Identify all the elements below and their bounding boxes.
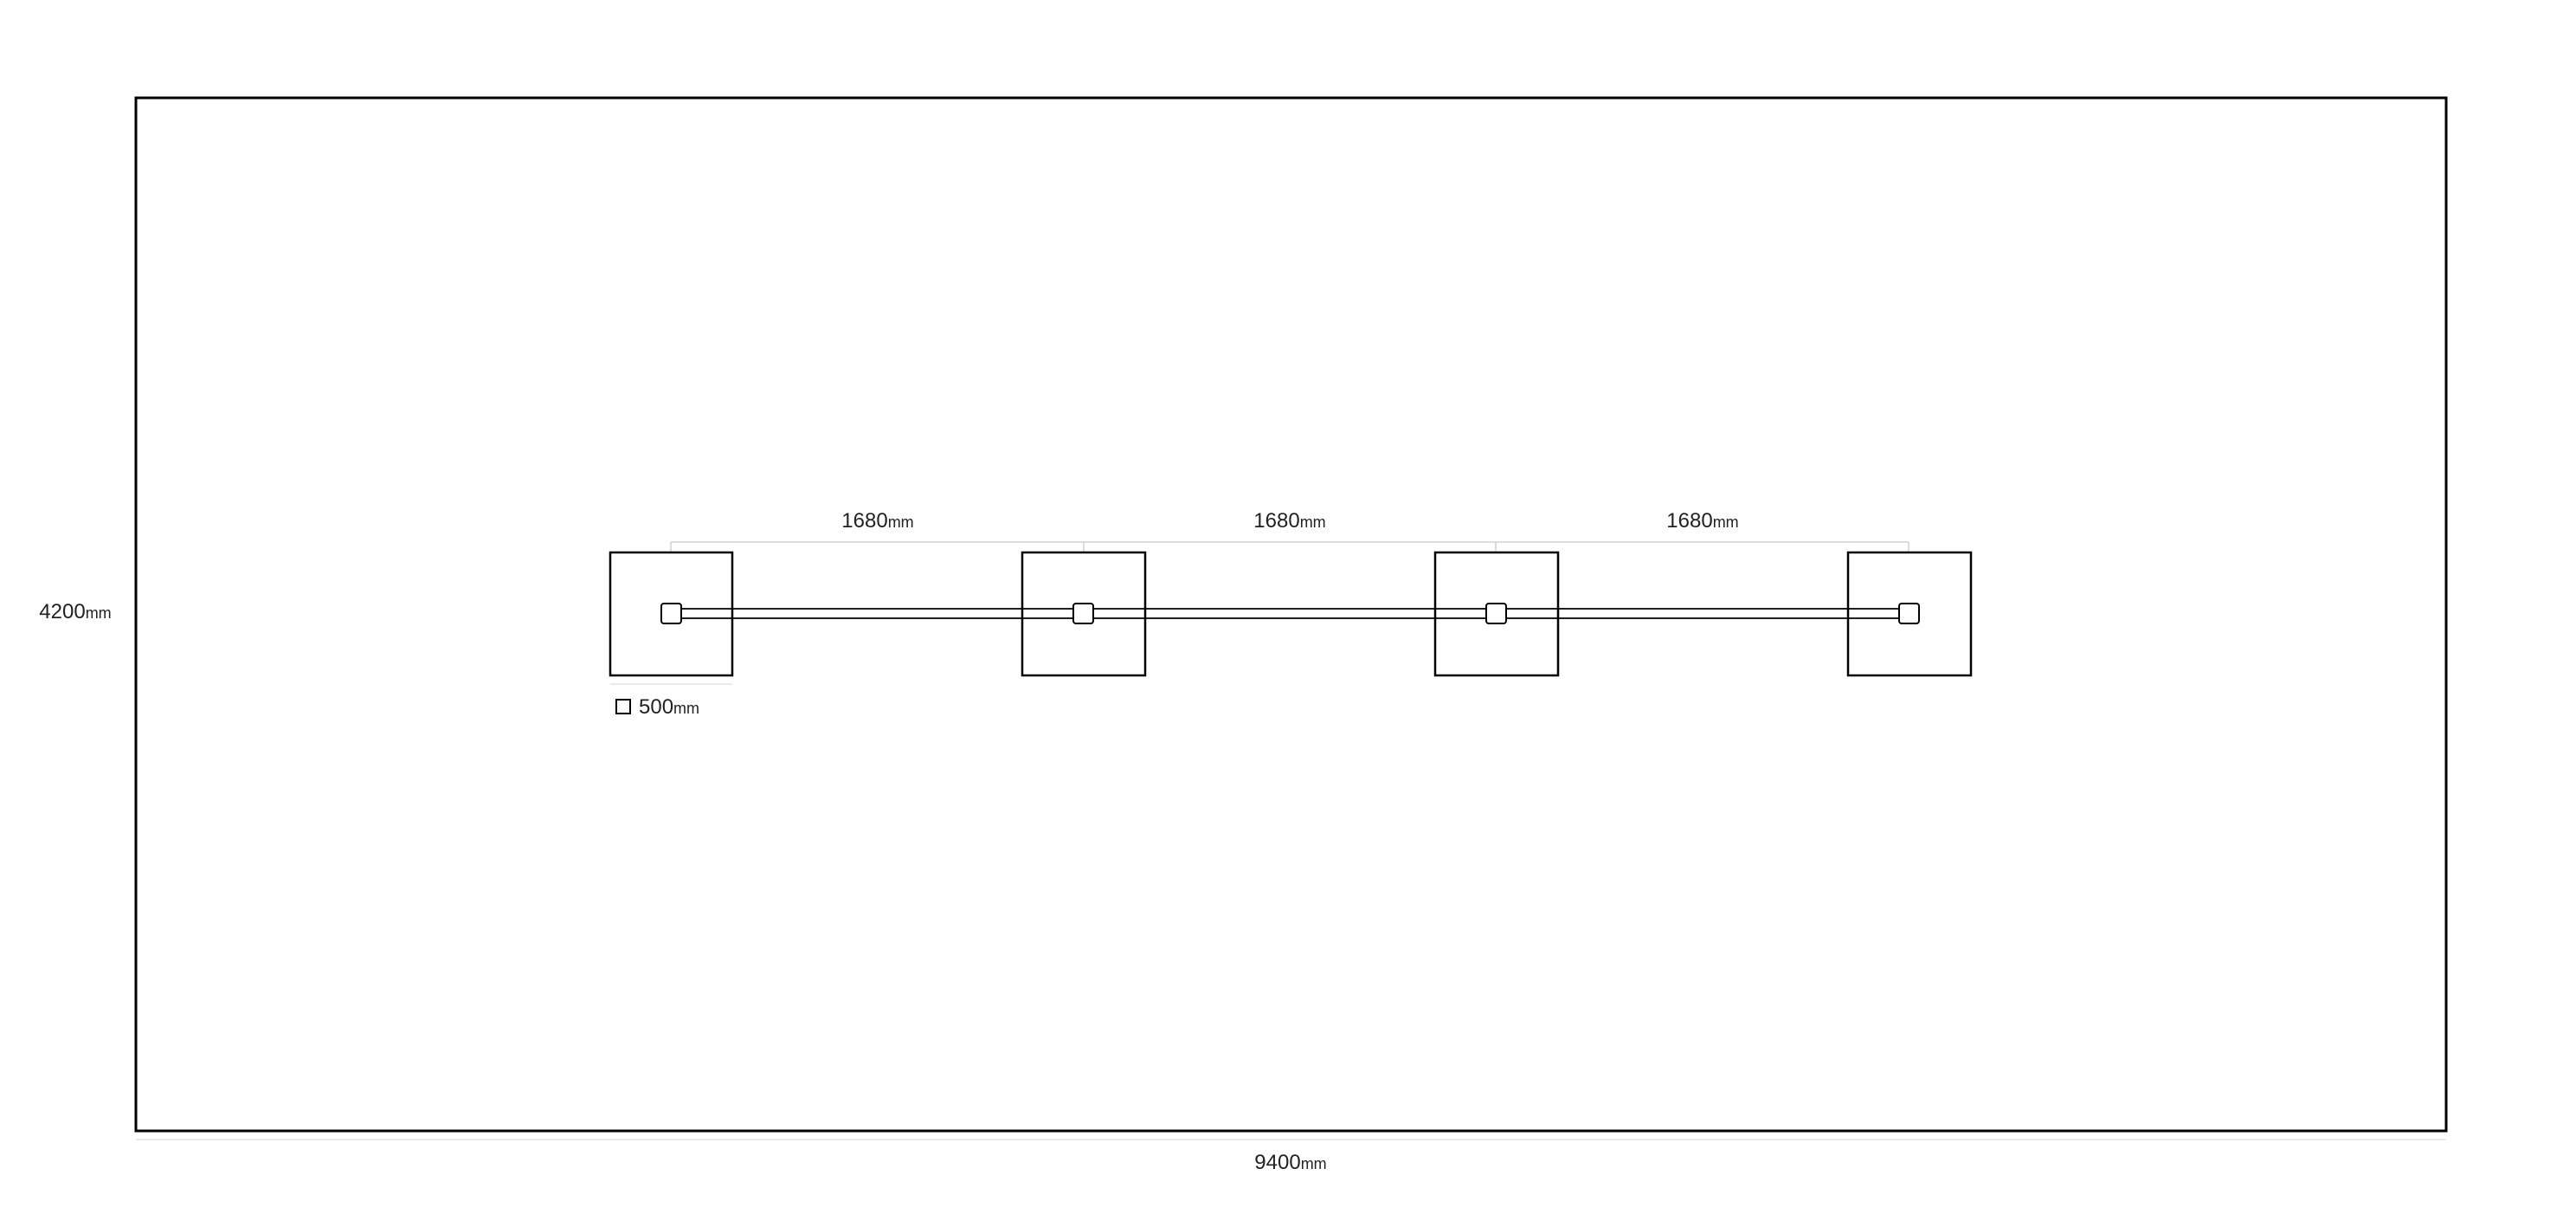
- spacing-label-1: 1680mm: [841, 509, 913, 533]
- footing-pad: [609, 551, 734, 677]
- plot-depth-label: 4200mm: [39, 600, 111, 623]
- plot-width-label: 9400mm: [1254, 1151, 1326, 1174]
- post: [1898, 603, 1920, 624]
- spacing-dimension-lines: [670, 541, 1909, 552]
- footing-2: [1021, 551, 1147, 677]
- footing-4: [1846, 551, 1973, 677]
- footing-3: [1433, 551, 1560, 677]
- footing-size-label: 500mm: [639, 695, 699, 719]
- post: [1072, 603, 1094, 624]
- footing-pad: [1433, 551, 1560, 677]
- spacing-label-2: 1680mm: [1253, 509, 1325, 533]
- footing-pad: [1021, 551, 1147, 677]
- connecting-beam: [671, 608, 1909, 619]
- square-size-icon: [615, 699, 631, 714]
- post: [660, 603, 682, 624]
- plot-boundary: [134, 96, 2448, 1133]
- footing-pad: [1846, 551, 1973, 677]
- post: [1485, 603, 1507, 624]
- spacing-label-3: 1680mm: [1666, 509, 1738, 533]
- footing-1: [609, 551, 734, 677]
